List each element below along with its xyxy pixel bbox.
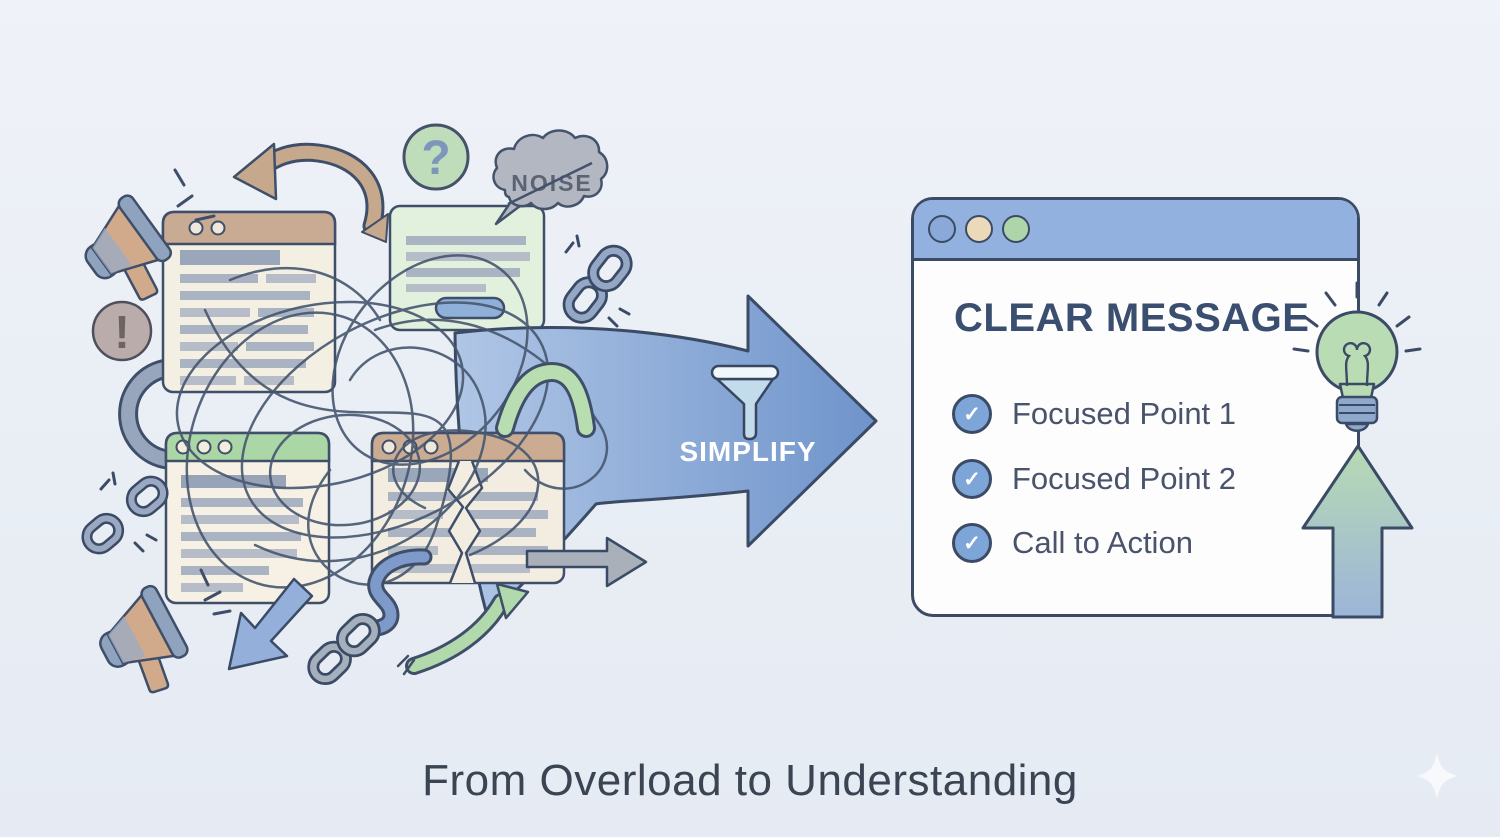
- down-left-arrow-icon: [227, 577, 314, 671]
- megaphone-icon: [99, 568, 232, 694]
- checklist-item-label: Call to Action: [1012, 525, 1193, 560]
- lightbulb-icon: [1292, 281, 1422, 432]
- window-dot-tan: [965, 215, 993, 243]
- crack: [448, 461, 482, 583]
- funnel-icon: [710, 364, 780, 441]
- broken-chain-icon: [81, 471, 169, 555]
- chain-link-icon: [307, 612, 381, 686]
- right-arrow-icon: [525, 536, 648, 588]
- simplify-label: SIMPLIFY: [679, 436, 817, 467]
- window-dot: [217, 439, 233, 455]
- exclamation-badge: !: [91, 300, 153, 362]
- question-mark: ?: [421, 132, 450, 185]
- up-curved-arrow-icon: [396, 582, 530, 676]
- clear-message-titlebar: [914, 200, 1357, 261]
- tangle-scribble: [175, 254, 609, 589]
- spark-lines: [99, 471, 158, 553]
- green-squiggle-icon: [495, 361, 596, 438]
- browser-window-top-left: [161, 210, 337, 394]
- megaphone-icon: [84, 168, 216, 301]
- window-dot-blue: [928, 215, 956, 243]
- noise-cloud: NOISE: [492, 129, 609, 226]
- up-arrow-icon: [1301, 444, 1414, 619]
- checklist-item-label: Focused Point 2: [1012, 461, 1237, 496]
- blue-squiggle-icon: [367, 548, 433, 637]
- clear-message-heading: CLEAR MESSAGE: [954, 296, 1310, 340]
- curved-arrow-icon: [232, 142, 389, 243]
- window-dot: [196, 439, 212, 455]
- question-badge: ?: [402, 123, 470, 191]
- check-icon: ✓: [952, 523, 992, 563]
- exclamation-mark: !: [114, 306, 129, 358]
- spark-lines: [564, 234, 631, 328]
- strikethrough-line: [507, 161, 593, 206]
- check-icon: ✓: [952, 459, 992, 499]
- sound-lines: [199, 568, 232, 616]
- checklist-item: ✓ Call to Action: [952, 521, 1193, 565]
- sparkle-icon: [1417, 752, 1458, 799]
- chain-link-icon: [562, 234, 633, 328]
- window-dot-green: [1002, 215, 1030, 243]
- checklist-item: ✓ Focused Point 1: [952, 392, 1236, 436]
- check-icon: ✓: [952, 394, 992, 434]
- light-rays: [1292, 281, 1422, 353]
- caption: From Overload to Understanding: [422, 756, 1078, 805]
- checklist-item: ✓ Focused Point 2: [952, 457, 1236, 501]
- checklist-item-label: Focused Point 1: [1012, 396, 1237, 431]
- window-dot: [210, 220, 226, 236]
- window-dot: [381, 439, 397, 455]
- window-dot: [423, 439, 439, 455]
- sound-lines: [173, 168, 216, 222]
- window-dot: [188, 220, 204, 236]
- clear-message-window: CLEAR MESSAGE ✓ Focused Point 1 ✓ Focuse…: [911, 197, 1360, 617]
